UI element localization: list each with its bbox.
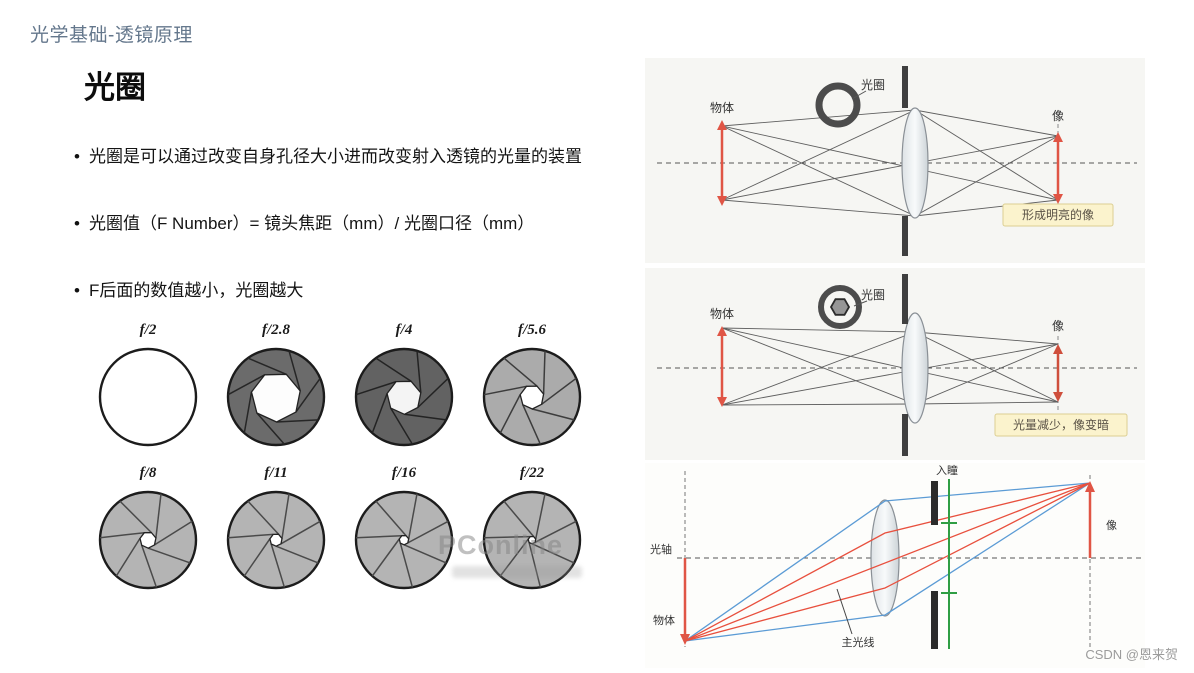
optical-axis-label: 光轴 [650,542,672,556]
caption-box: 形成明亮的像 [1002,203,1114,227]
lens [901,312,929,424]
aperture-label: 光圈 [861,288,885,302]
slide-header: 光学基础-透镜原理 [30,25,193,46]
chief-ray-label: 主光线 [842,635,875,649]
diagram-pupil-svg: 光轴 物体 入瞳 像 主光线 [650,463,1141,649]
aperture-item: f/11 [212,465,340,592]
entrance-pupil-line [941,479,957,649]
aperture-diagram [226,347,326,447]
aperture-grid: f/2 f/2.8 f/4 f/5.6 f/8 f/11 f/16 f/22 [84,322,596,608]
page-title: 光圈 [84,70,146,105]
aperture-item: f/22 [468,465,596,592]
aperture-diagram [482,490,582,590]
bullet-marker [74,146,80,168]
bullet-text: F后面的数值越小，光圈越大 [88,281,304,301]
aperture-item: f/16 [340,465,468,592]
aperture-f-label: f/2 [139,322,157,338]
caption-box: 光量减少，像变暗 [994,413,1128,437]
watermark-csdn: CSDN @恩来贺 [1085,647,1178,662]
object-label: 物体 [710,307,734,321]
blue-rays [684,482,1091,642]
bullet-text: 光圈值（F Number）= 镜头焦距（mm）/ 光圈口径（mm） [88,214,535,234]
lens [870,499,900,617]
aperture-item: f/4 [340,322,468,449]
aperture-f-label: f/16 [391,465,417,481]
aperture-f-label: f/4 [395,322,413,338]
bullet-text: 光圈是可以通过改变自身孔径大小进而改变射入透镜的光量的装置 [88,147,582,166]
aperture-f-label: f/11 [264,465,288,481]
image-label: 像 [1106,519,1117,532]
image-label: 像 [1052,109,1064,123]
aperture-diagram [482,347,582,447]
diagram-dim-panel: 物体 光圈 像 光量减少，像变暗 [645,268,1145,460]
object-arrow [680,558,690,645]
diagram-dim-svg: 物体 光圈 像 光量减少，像变暗 [657,274,1137,456]
lens [901,107,929,219]
image-arrow [1053,344,1063,402]
object-label: 物体 [653,613,675,627]
aperture-ring-icon [818,285,862,329]
red-rays [684,482,1091,642]
object-label: 物体 [710,101,734,115]
aperture-label: 光圈 [861,78,885,92]
aperture-stop-bar [931,481,938,649]
light-rays [721,327,1059,406]
aperture-diagram [98,347,198,447]
aperture-f-label: f/22 [519,465,545,481]
aperture-f-label: f/5.6 [518,322,546,338]
bullet-item: 光圈值（F Number）= 镜头焦距（mm）/ 光圈口径（mm） [74,213,649,235]
bullet-marker [74,280,80,302]
bullet-item: F后面的数值越小，光圈越大 [74,280,649,302]
aperture-f-label: f/8 [139,465,157,481]
entrance-pupil-label: 入瞳 [936,463,958,477]
bullet-item: 光圈是可以通过改变自身孔径大小进而改变射入透镜的光量的装置 [74,146,649,168]
aperture-f-label: f/2.8 [262,322,290,338]
aperture-item: f/8 [84,465,212,592]
bullet-list: 光圈是可以通过改变自身孔径大小进而改变射入透镜的光量的装置 光圈值（F Numb… [74,146,649,347]
watermark-pconline: PConline [438,530,564,560]
aperture-diagram [354,490,454,590]
aperture-diagram [226,490,326,590]
light-rays [721,109,1059,217]
image-label: 像 [1052,319,1064,333]
aperture-leader-line [851,90,867,100]
diagram-bright-svg: 物体 光圈 像 形成明亮的像 [657,66,1137,256]
chief-ray-leader-line [836,588,853,635]
diagram-bright-panel: 物体 光圈 像 形成明亮的像 [645,58,1145,263]
caption-text: 光量减少，像变暗 [1013,417,1109,432]
aperture-leader-line [853,300,868,307]
caption-text: 形成明亮的像 [1022,207,1094,222]
aperture-item: f/5.6 [468,322,596,449]
aperture-bar [902,274,908,456]
aperture-ring-icon [815,82,861,128]
aperture-item: f/2 [84,322,212,449]
image-arrow [1053,132,1063,204]
object-arrow [717,326,727,407]
aperture-bar [902,66,908,256]
object-arrow [717,120,727,206]
aperture-diagram [354,347,454,447]
aperture-diagram [98,490,198,590]
bullet-marker [74,213,80,235]
watermark-blur-bar [452,566,582,578]
diagram-pupil-panel: 光轴 物体 入瞳 像 主光线 [645,463,1145,668]
image-arrow [1085,481,1095,558]
aperture-item: f/2.8 [212,322,340,449]
